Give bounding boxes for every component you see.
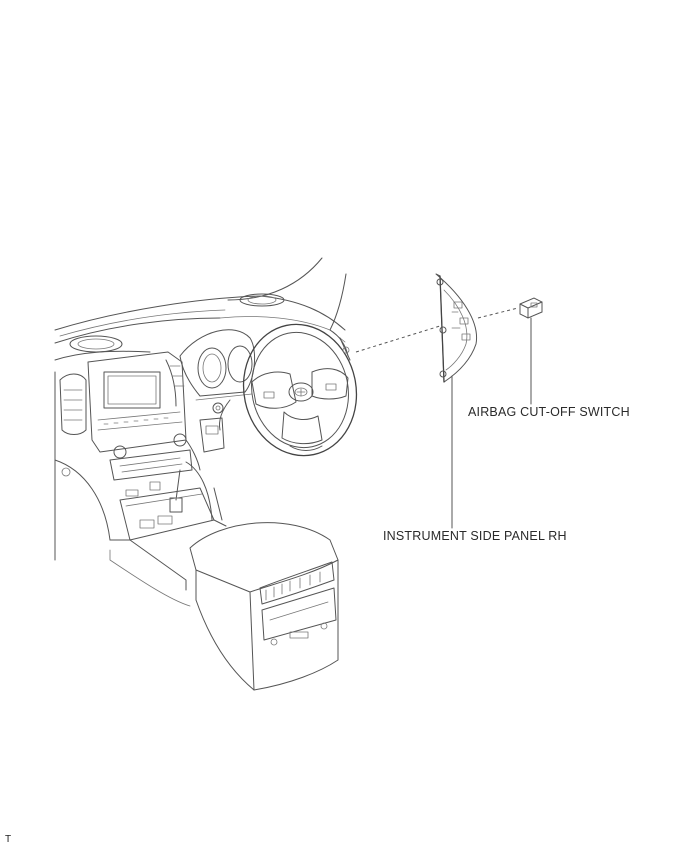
steering-wheel: [242, 323, 358, 457]
airbag-cut-off-switch: [519, 297, 543, 319]
figure-code: T: [5, 834, 12, 845]
instrument-side-panel-label: INSTRUMENT SIDE PANEL RH: [383, 529, 567, 543]
steering-column: [185, 399, 231, 521]
right-dash-side: [329, 329, 351, 361]
instrument-cluster: [179, 329, 256, 401]
instrument-side-panel-rh: [435, 273, 478, 383]
gear-shift: [109, 469, 227, 591]
center-stack: [87, 351, 193, 497]
left-dash-face: [54, 350, 151, 561]
center-console: [109, 522, 339, 691]
alignment-lines: [355, 307, 519, 353]
callout-leaders: [451, 317, 532, 529]
dashboard-top: [54, 293, 346, 353]
airbag-cut-off-switch-label: AIRBAG CUT-OFF SWITCH: [468, 405, 630, 419]
